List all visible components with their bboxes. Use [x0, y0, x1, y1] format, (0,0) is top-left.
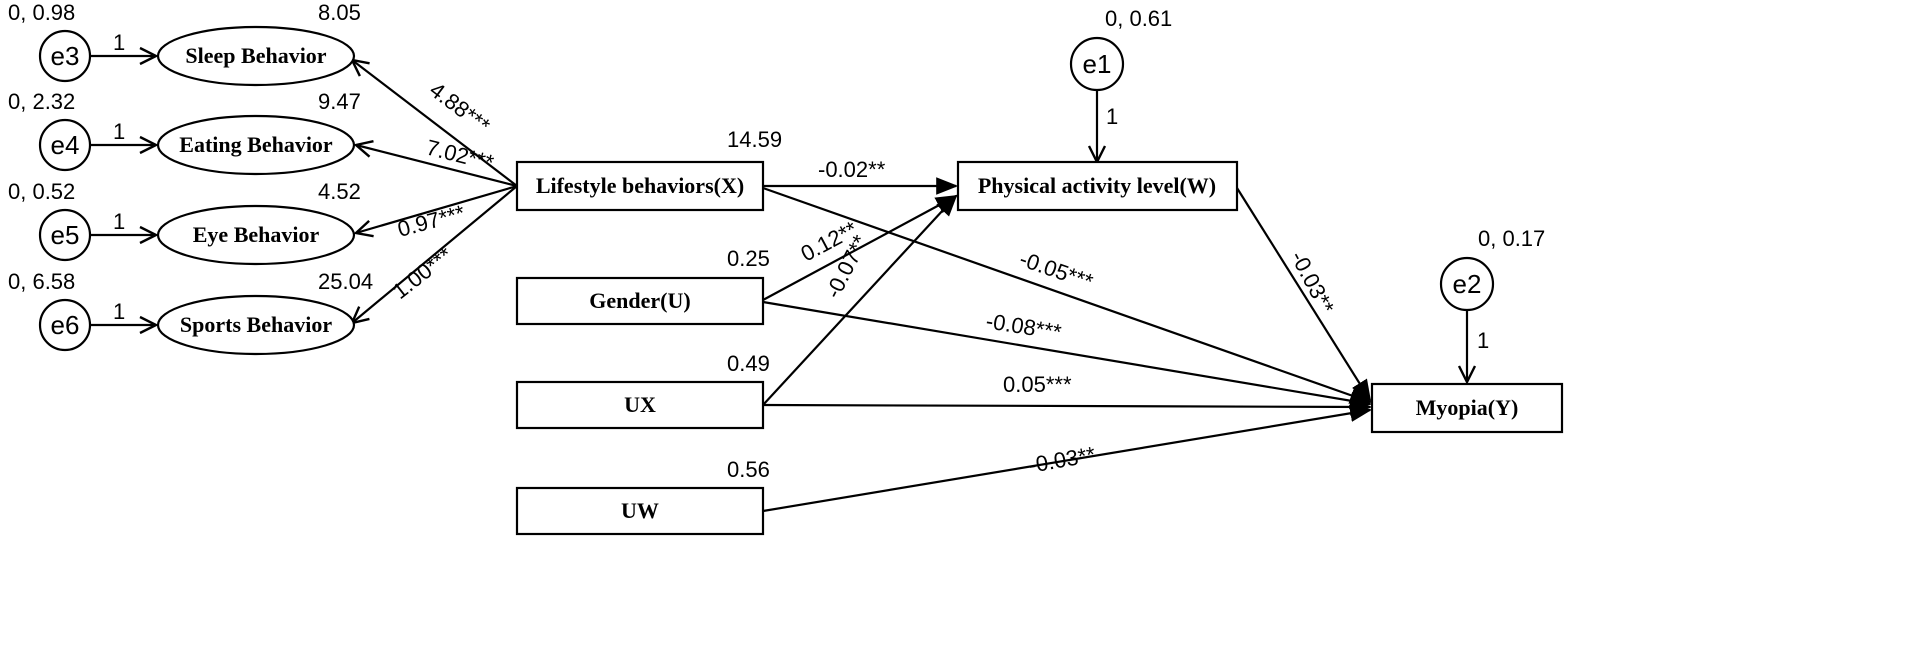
error-param-e4: 0, 2.32	[8, 89, 75, 114]
path-x-y: -0.05***	[1016, 246, 1096, 294]
node-sports-behavior: Sports Behavior	[156, 294, 356, 356]
error-e1: e1	[1069, 36, 1125, 92]
path-w-y: -0.03**	[1286, 247, 1340, 319]
error-param-e2: 0, 0.17	[1478, 226, 1545, 251]
edge-u-w	[762, 194, 958, 301]
edge-x-y	[762, 186, 1373, 404]
error-param-e1: 0, 0.61	[1105, 6, 1172, 31]
error-e4: e4	[38, 118, 92, 172]
weight-e1: 1	[1106, 104, 1118, 129]
edge-lifestyle-sports	[352, 185, 518, 323]
node-eye-label: Eye Behavior	[193, 222, 320, 247]
variance-gender: 0.25	[727, 246, 770, 271]
variance-ux: 0.49	[727, 351, 770, 376]
variance-lifestyle: 14.59	[727, 127, 782, 152]
error-e4-label: e4	[51, 130, 80, 160]
loading-eating: 7.02***	[424, 135, 497, 176]
node-eye-behavior: Eye Behavior	[156, 204, 356, 266]
variance-eating: 9.47	[318, 89, 361, 114]
path-ux-y: 0.05***	[1003, 372, 1072, 397]
error-e1-label: e1	[1083, 49, 1112, 79]
edge-w-y	[1236, 187, 1372, 402]
error-param-e5: 0, 0.52	[8, 179, 75, 204]
node-eating-behavior: Eating Behavior	[156, 114, 356, 176]
edge-ux-w	[762, 194, 958, 406]
variance-sports: 25.04	[318, 269, 373, 294]
loading-sleep: 4.88***	[425, 77, 495, 138]
error-e3: e3	[38, 29, 92, 83]
node-uw: UW	[515, 486, 765, 536]
node-sleep-behavior: Sleep Behavior	[156, 25, 356, 87]
node-sleep-label: Sleep Behavior	[185, 43, 326, 68]
variance-sleep: 8.05	[318, 0, 361, 25]
weight-e4: 1	[113, 119, 125, 144]
edge-lifestyle-eating	[356, 145, 518, 188]
node-gender: Gender(U)	[515, 276, 765, 326]
path-uw-y: -0.03**	[1027, 442, 1098, 478]
error-e2: e2	[1439, 256, 1495, 312]
node-physical-activity: Physical activity level(W)	[956, 160, 1239, 212]
weight-e6: 1	[113, 299, 125, 324]
node-myopia-label: Myopia(Y)	[1416, 395, 1519, 420]
node-ux-label: UX	[624, 392, 656, 417]
edge-u-y	[762, 300, 1373, 410]
error-e6: e6	[38, 298, 92, 352]
error-e5-label: e5	[51, 220, 80, 250]
node-uw-label: UW	[621, 498, 659, 523]
variance-eye: 4.52	[318, 179, 361, 204]
error-param-e3: 0, 0.98	[8, 0, 75, 25]
error-e3-label: e3	[51, 41, 80, 71]
loading-sports: 1.00***	[388, 242, 458, 304]
weight-e3: 1	[113, 30, 125, 55]
weight-e2: 1	[1477, 328, 1489, 353]
node-lifestyle-label: Lifestyle behaviors(X)	[536, 173, 744, 198]
variance-uw: 0.56	[727, 457, 770, 482]
weight-e5: 1	[113, 209, 125, 234]
error-e6-label: e6	[51, 310, 80, 340]
edge-ux-y	[762, 398, 1373, 416]
node-sports-label: Sports Behavior	[180, 312, 332, 337]
node-ux: UX	[515, 380, 765, 430]
node-myopia: Myopia(Y)	[1370, 382, 1564, 434]
error-param-e6: 0, 6.58	[8, 269, 75, 294]
edge-lifestyle-sleep	[352, 60, 518, 187]
node-physical-label: Physical activity level(W)	[978, 173, 1216, 198]
edge-uw-y	[762, 404, 1373, 513]
path-u-y: -0.08***	[984, 308, 1063, 345]
node-lifestyle-behaviors: Lifestyle behaviors(X)	[515, 160, 765, 212]
error-e2-label: e2	[1453, 269, 1482, 299]
error-e5: e5	[38, 208, 92, 262]
path-x-w: -0.02**	[818, 157, 886, 182]
node-eating-label: Eating Behavior	[179, 132, 333, 157]
edge-lifestyle-eye	[356, 184, 518, 233]
node-gender-label: Gender(U)	[589, 288, 690, 313]
